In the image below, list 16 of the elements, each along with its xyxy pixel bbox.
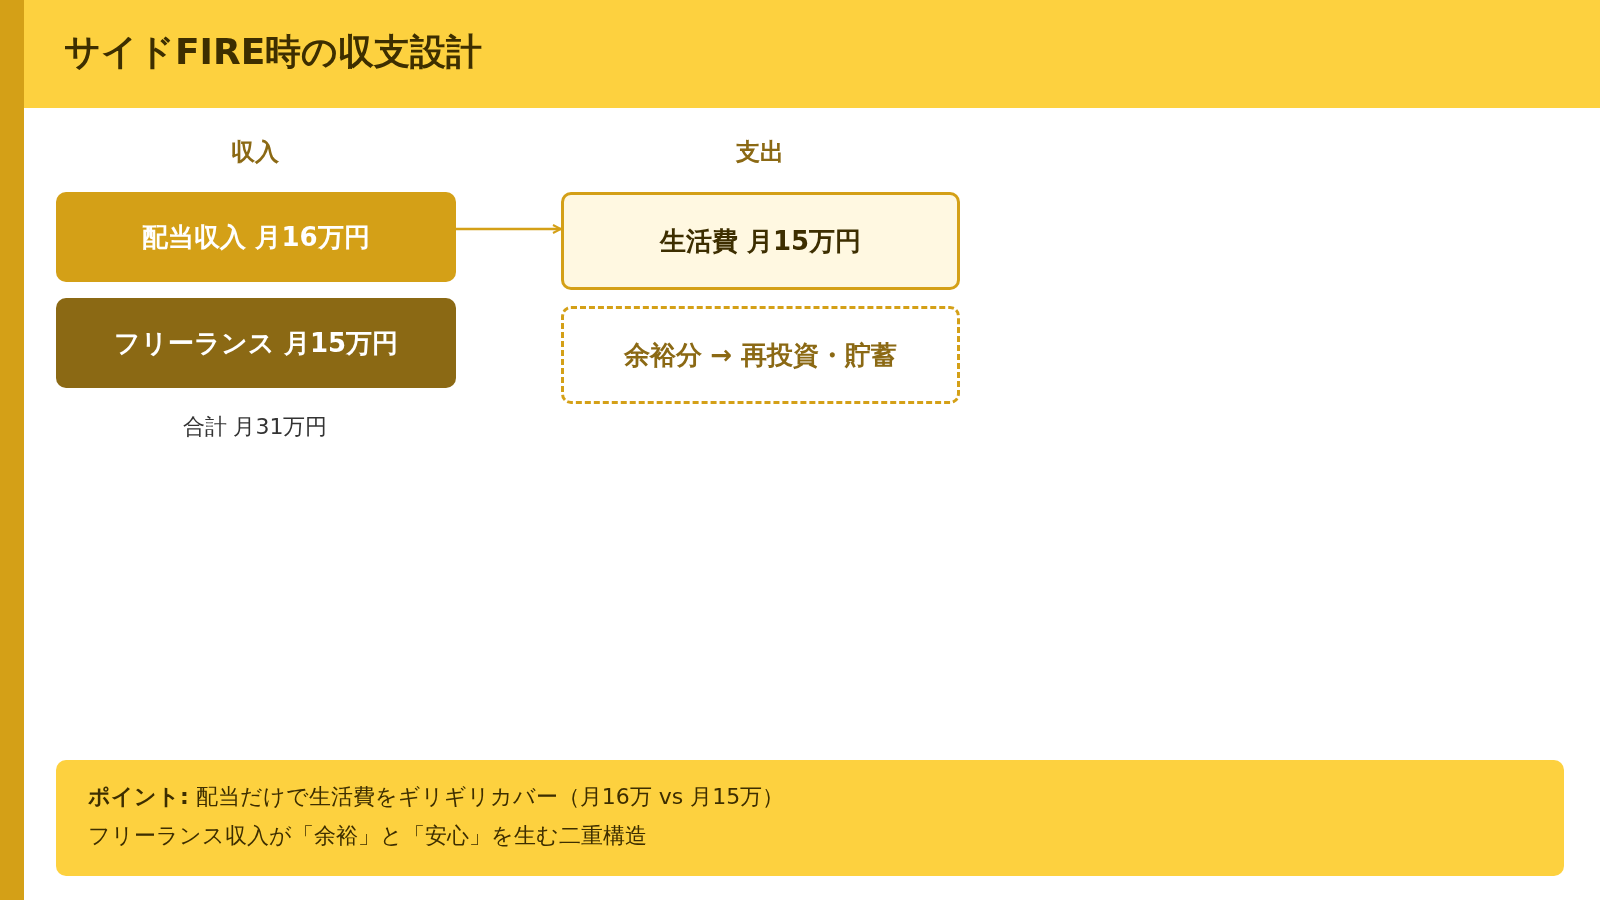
box-label: 余裕分 → 再投資・貯蓄 xyxy=(623,338,898,372)
box-label: 配当収入 月16万円 xyxy=(142,220,370,254)
note-text: ポイント: 配当だけで生活費をギリギリカバー（月16万 vs 月15万） xyxy=(88,783,785,811)
arrow xyxy=(456,224,562,234)
title: サイドFIRE時の収支設計 xyxy=(64,30,483,74)
column-heading: 支出 xyxy=(736,137,784,168)
income-box xyxy=(56,298,456,388)
box-label: 生活費 月15万円 xyxy=(659,224,862,258)
expense-box xyxy=(561,192,960,290)
box-label: フリーランス 月15万円 xyxy=(113,326,399,360)
surplus-box xyxy=(561,306,960,404)
note-panel xyxy=(56,760,1564,876)
note-text: フリーランス収入が「余裕」と「安心」を生む二重構造 xyxy=(88,822,647,850)
total-text: 合計 月31万円 xyxy=(182,413,328,441)
income-box xyxy=(56,192,456,282)
column-heading: 収入 xyxy=(231,137,279,168)
